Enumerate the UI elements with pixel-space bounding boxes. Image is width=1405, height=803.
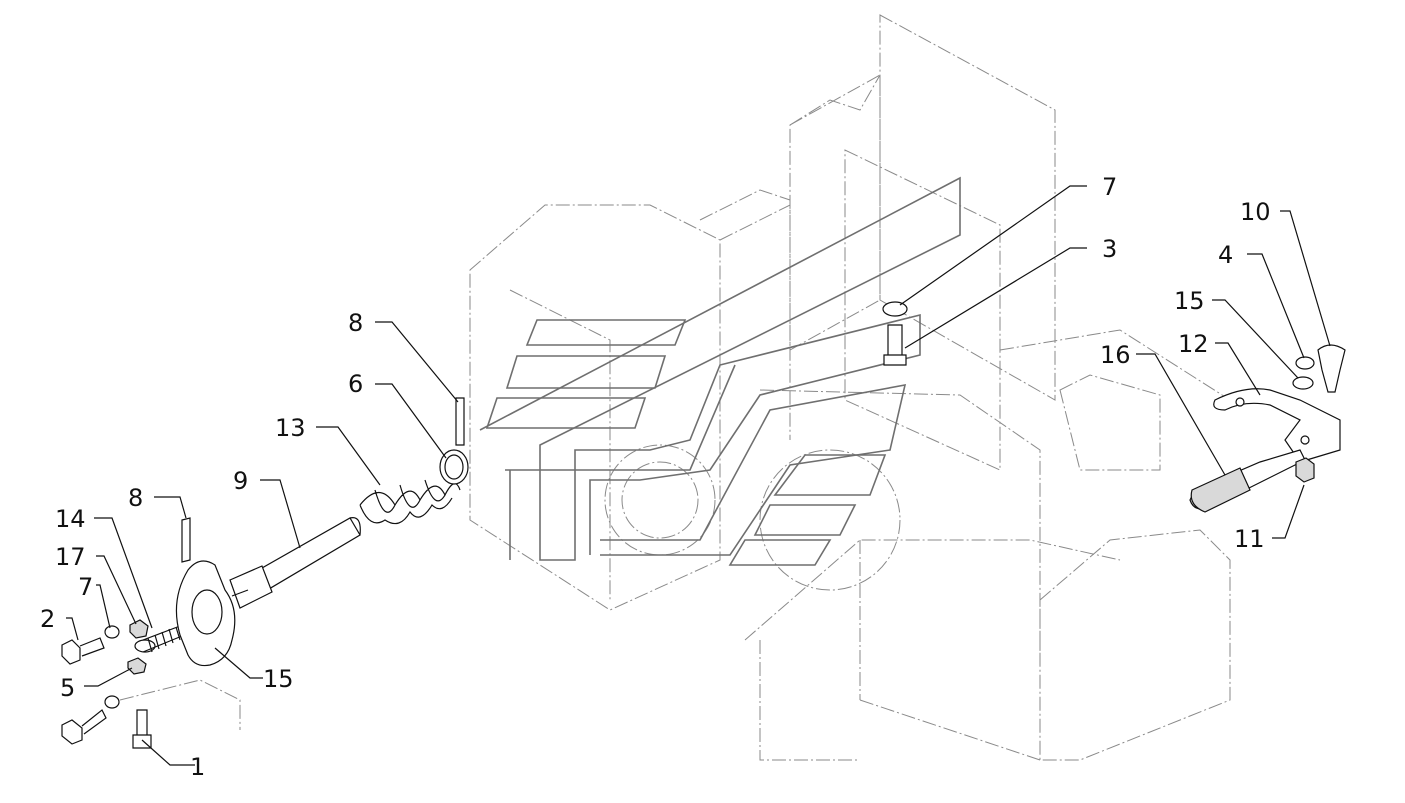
- callout-5: 5: [60, 674, 75, 702]
- washer-right-a: [1295, 356, 1315, 370]
- callout-17: 17: [55, 543, 86, 571]
- right-assembly: [1189, 344, 1346, 513]
- lever-bracket: [1213, 388, 1341, 463]
- callout-12: 12: [1178, 330, 1209, 358]
- knob: [1317, 344, 1346, 393]
- callout-9: 9: [233, 467, 248, 495]
- callout-15-right: 15: [1174, 287, 1205, 315]
- nut-lower: [127, 657, 147, 675]
- leader-lines: [66, 185, 1331, 766]
- hex-bolt-upper: [61, 637, 105, 665]
- callout-1: 1: [190, 753, 205, 781]
- spring-small: [142, 625, 183, 653]
- callout-7-right: 7: [1102, 173, 1117, 201]
- washer-right-b: [1292, 376, 1314, 390]
- washer-upper: [104, 625, 120, 639]
- callout-8-upper: 8: [348, 309, 363, 337]
- spring-large: [359, 479, 461, 525]
- callout-7-left: 7: [78, 573, 93, 601]
- callout-13: 13: [275, 414, 306, 442]
- hex-bolt-lower: [61, 709, 107, 745]
- housing-phantom-outline: [119, 14, 1231, 761]
- nut-upper: [129, 619, 149, 639]
- pin-small: [181, 517, 191, 563]
- vertical-bolt: [132, 709, 152, 749]
- bracket-hole-right: [1300, 435, 1310, 445]
- washer-center: [882, 301, 908, 317]
- callout-14: 14: [55, 505, 86, 533]
- washer-large-inner: [444, 454, 464, 480]
- callout-10: 10: [1240, 198, 1271, 226]
- shaft-fork: [229, 565, 273, 609]
- callout-6: 6: [348, 370, 363, 398]
- washer-lower: [104, 695, 120, 709]
- watermark-graphic: [479, 176, 961, 566]
- left-assembly: [61, 397, 469, 749]
- bracket-hole-left: [1235, 397, 1245, 407]
- callout-15-left: 15: [263, 665, 294, 693]
- callout-11: 11: [1234, 525, 1265, 553]
- callout-8-lower: 8: [128, 484, 143, 512]
- callout-16: 16: [1100, 341, 1131, 369]
- callout-3: 3: [1102, 235, 1117, 263]
- handle-grip: [1190, 467, 1251, 513]
- callouts: 1 2 3 4 5 6 7 7 8 8 9 10 11 12 13 14 15 …: [40, 173, 1271, 781]
- center-parts: [882, 301, 908, 366]
- callout-2: 2: [40, 605, 55, 633]
- flange-bore: [191, 589, 223, 635]
- bolt-center: [883, 324, 907, 366]
- callout-4: 4: [1218, 241, 1233, 269]
- hex-nut-right: [1295, 457, 1315, 483]
- pin-large: [455, 397, 465, 446]
